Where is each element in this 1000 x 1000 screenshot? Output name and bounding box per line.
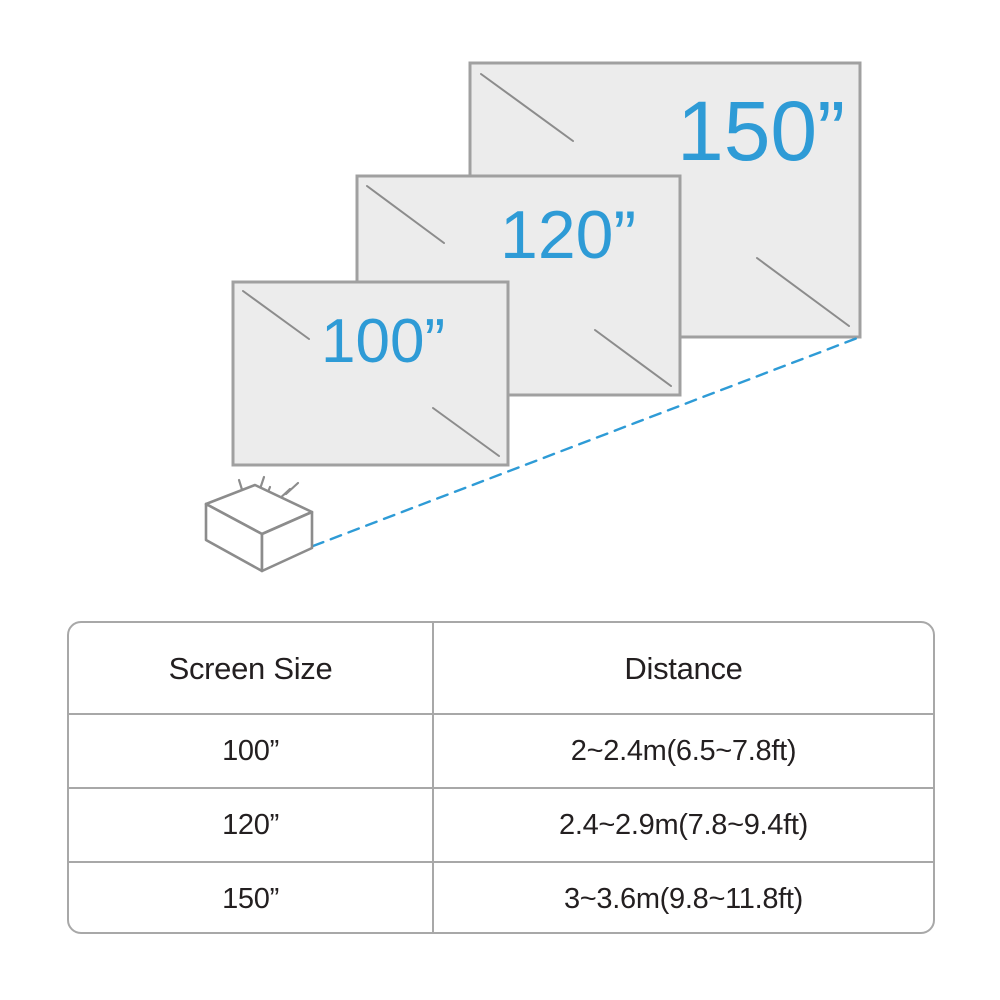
screen-120-label: 120” xyxy=(500,197,636,273)
projector-body xyxy=(204,483,314,573)
screen-120-diagonal-bottom xyxy=(594,329,672,387)
screen-150-diagonal-bottom xyxy=(756,257,850,327)
projector-diagram-svg: 150” 120” 100” xyxy=(204,61,862,573)
screen-150-diagonal-top xyxy=(480,73,574,142)
table-row: 120” 2.4~2.9m(7.8~9.4ft) xyxy=(69,787,933,861)
cell-distance: 3~3.6m(9.8~11.8ft) xyxy=(563,882,804,915)
screen-100-group: 100” xyxy=(231,280,510,467)
projection-beam-line xyxy=(311,335,862,548)
cell-screen-size: 150” xyxy=(69,863,434,932)
cell-distance: 2~2.4m(6.5~7.8ft) xyxy=(570,734,797,767)
header-distance: Distance xyxy=(624,650,743,686)
screen-120-diagonal-top xyxy=(366,185,445,244)
header-screen-size: Screen Size xyxy=(69,623,434,713)
cell-screen-size: 100” xyxy=(69,715,434,787)
screen-100-rect xyxy=(231,280,510,467)
table-row: 150” 3~3.6m(9.8~11.8ft) xyxy=(69,861,933,932)
screen-100-diagonal-top xyxy=(242,290,310,340)
cell-distance: 2.4~2.9m(7.8~9.4ft) xyxy=(558,808,808,841)
table-row: 100” 2~2.4m(6.5~7.8ft) xyxy=(69,713,933,787)
screen-100-diagonal-bottom xyxy=(432,407,500,457)
cell-screen-size: 120” xyxy=(69,789,434,861)
screen-100-label: 100” xyxy=(321,307,445,376)
screen-150-label: 150” xyxy=(677,84,845,178)
table-header-row: Screen Size Distance xyxy=(69,623,933,713)
diagram-area: 150” 120” 100” xyxy=(204,61,862,573)
screen-size-distance-table: Screen Size Distance 100” 2~2.4m(6.5~7.8… xyxy=(67,621,935,934)
projector-right-face xyxy=(260,510,314,573)
ray-right-b xyxy=(284,481,300,496)
